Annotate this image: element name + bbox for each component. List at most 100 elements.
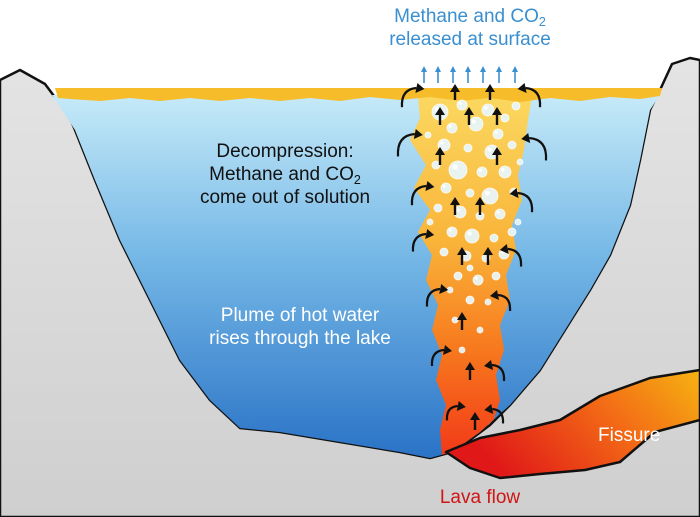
circulation-arrow-head	[443, 345, 452, 355]
bubble-highlight	[501, 168, 505, 172]
circulation-arrow	[410, 184, 427, 206]
release-arrow-head	[496, 66, 502, 72]
circulation-arrow-head	[490, 290, 499, 300]
bubble	[498, 165, 512, 179]
up-arrow-head	[485, 84, 495, 92]
circulation-arrow	[411, 232, 427, 252]
plume-flow-arrows	[396, 83, 548, 430]
up-arrow-head	[450, 197, 460, 205]
circulation-arrow	[430, 348, 445, 367]
bubble	[448, 160, 468, 180]
release-arrow-head	[435, 66, 441, 72]
bubble	[433, 203, 443, 213]
up-arrow-head	[435, 147, 445, 155]
bubble	[472, 274, 484, 286]
circulation-arrow-head	[484, 360, 493, 370]
plume-line2: rises through the lake	[209, 328, 391, 350]
bubble-highlight	[487, 147, 492, 152]
fissure-label: Fissure	[598, 425, 661, 446]
bubble	[507, 227, 517, 237]
decompression-label: Decompression: Methane and CO2 come out …	[160, 140, 410, 210]
bubble	[446, 226, 458, 238]
release-arrow-head	[450, 66, 456, 72]
bubble	[439, 247, 449, 257]
up-arrow-head	[492, 147, 502, 155]
bubble	[453, 271, 463, 281]
circulation-arrow	[517, 191, 534, 213]
bubble-highlight	[448, 228, 452, 232]
circulation-arrow	[396, 132, 415, 157]
bubble	[458, 346, 466, 354]
bubble	[500, 113, 510, 123]
bubble-highlight	[456, 208, 460, 212]
bubble	[446, 122, 458, 134]
bubble	[489, 233, 499, 243]
circulation-arrow	[492, 407, 505, 424]
up-arrow-head	[464, 107, 474, 115]
bubble	[492, 128, 504, 140]
up-arrow-head	[457, 247, 467, 255]
decompression-co2-subscript: 2	[353, 172, 361, 187]
bubble-highlight	[448, 124, 452, 128]
bubble	[484, 298, 492, 306]
circulation-arrow-head	[413, 129, 423, 139]
surface-label-line1: Methane and CO	[394, 6, 539, 27]
bubble	[456, 99, 468, 111]
release-arrow-head	[465, 66, 471, 72]
circulation-arrow	[529, 136, 548, 161]
circulation-arrow	[491, 363, 506, 382]
bubble-highlight	[484, 106, 488, 110]
circulation-arrow	[400, 86, 417, 108]
bubble-highlight	[496, 210, 500, 214]
up-arrow-head	[457, 312, 467, 320]
surface-co2-subscript: 2	[538, 14, 546, 29]
up-arrow-head	[470, 412, 480, 420]
bubble	[426, 218, 434, 226]
circulation-arrow-head	[425, 181, 435, 191]
bubble-highlight	[474, 276, 478, 280]
bubble	[463, 143, 473, 153]
bubble	[491, 271, 501, 281]
plume-line1: Plume of hot water	[220, 305, 380, 326]
bubble-highlight	[494, 130, 498, 134]
bubble-highlight	[440, 141, 444, 145]
bubble	[494, 208, 506, 220]
release-arrow-head	[421, 66, 427, 72]
up-arrow-head	[450, 84, 460, 92]
plume-label: Plume of hot water rises through the lak…	[170, 304, 430, 350]
bubble	[466, 264, 474, 272]
circulation-arrow	[525, 86, 542, 108]
circulation-arrow	[445, 404, 458, 421]
bubble	[516, 158, 524, 166]
release-arrow-head	[480, 66, 486, 72]
bubble	[511, 101, 521, 111]
circulation-arrow-head	[517, 83, 527, 93]
lava-flow	[444, 368, 700, 480]
up-arrow-head	[483, 247, 493, 255]
bubble	[481, 187, 499, 205]
decompression-line2: Methane and CO	[209, 164, 354, 186]
bubble	[465, 188, 475, 198]
bubble	[476, 326, 484, 334]
circulation-arrow-head	[456, 401, 466, 411]
bubble-highlight	[467, 231, 472, 236]
circulation-arrow-head	[425, 229, 435, 239]
circulation-arrow-head	[499, 244, 509, 254]
gas-bubbles	[424, 99, 524, 354]
release-arrow-head	[512, 66, 518, 72]
circulation-arrow-head	[439, 284, 449, 294]
bubble	[507, 140, 517, 150]
bubble-highlight	[452, 164, 458, 170]
surface-gas-layer	[55, 88, 662, 102]
decompression-line3: come out of solution	[199, 187, 371, 209]
bubble-highlight	[458, 101, 462, 105]
circulation-arrow	[425, 287, 441, 307]
up-arrow-head	[435, 107, 445, 115]
circulation-arrow-head	[415, 83, 425, 93]
lava-flow-label: Lava flow	[439, 487, 521, 508]
circulation-arrow-head	[509, 188, 519, 198]
bubble	[476, 166, 488, 178]
hot-water-plume	[410, 96, 532, 455]
bubble	[465, 295, 475, 305]
